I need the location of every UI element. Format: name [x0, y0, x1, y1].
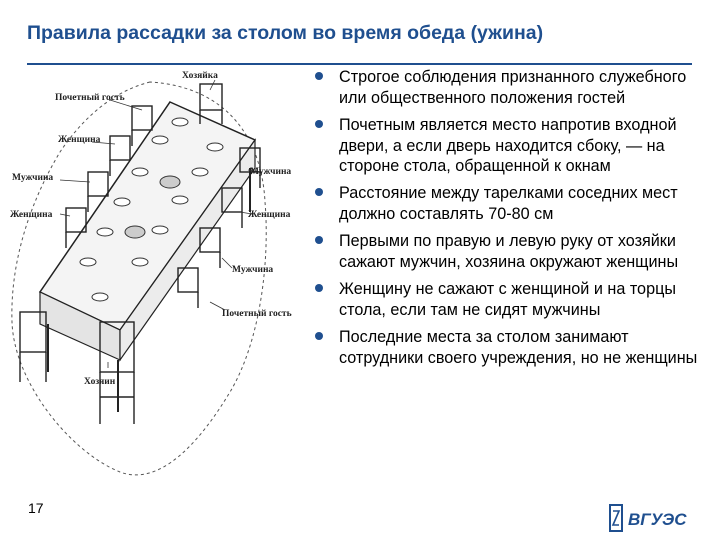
chair-left-3: [87, 171, 109, 212]
table-settings: [79, 117, 224, 302]
chair-host: [99, 321, 135, 424]
chairs: [19, 83, 261, 424]
slide-title: Правила рассадки за столом во время обед…: [27, 22, 544, 44]
chair-right-1: [239, 147, 261, 188]
chair-left-4: [65, 207, 87, 248]
plate: [206, 142, 224, 152]
label-pointers: [59, 79, 263, 368]
logo-text: ВГУЭС: [628, 510, 687, 529]
rule-item: Строгое соблюдения признанного служебног…: [312, 67, 717, 109]
plate: [151, 225, 169, 235]
rule-text: Почетным является место напротив входной…: [339, 115, 677, 176]
label-host: Хозяин: [84, 377, 116, 387]
plate: [171, 195, 189, 205]
label-hostess: Хозяйка: [182, 70, 218, 81]
label-guest-of-honor-bottom: Почетный гость: [222, 308, 292, 319]
label-man-left: Мужчина: [12, 173, 53, 183]
plate: [113, 197, 131, 207]
chair-right-4: [177, 267, 199, 308]
rule-item: Первыми по правую и левую руку от хозяйк…: [312, 231, 717, 273]
plate: [131, 167, 149, 177]
chair-right-3: [199, 227, 221, 268]
plate: [96, 227, 114, 237]
label-woman-right: Женщина: [248, 210, 291, 220]
plate: [191, 167, 209, 177]
chair-left-1: [131, 105, 153, 146]
label-woman-left-1: Женщина: [58, 135, 101, 145]
logo-emblem: [609, 504, 623, 532]
bullet-dot-icon: [315, 188, 323, 197]
label-man-right-2: Мужчина: [232, 265, 273, 275]
plate: [151, 135, 169, 145]
rule-text: Первыми по правую и левую руку от хозяйк…: [339, 232, 679, 271]
rule-text: Расстояние между тарелками соседних мест…: [339, 184, 678, 224]
label-woman-left-2: Женщина: [10, 210, 53, 220]
vase: [124, 225, 146, 239]
bullet-dot-icon: [315, 72, 323, 80]
tablecloth-side: [119, 138, 256, 362]
label-guest-of-honor-top: Почетный гость: [55, 92, 125, 103]
chair-hostess: [199, 83, 223, 124]
rule-item: Почетным является место напротив входной…: [312, 115, 717, 177]
table-seating-illustration: Хозяйка Почетный гость Женщина Мужчина Ж…: [10, 70, 292, 476]
page-number: 17: [28, 500, 44, 516]
bullet-dot-icon: [315, 119, 323, 128]
rule-item: Расстояние между тарелками соседних мест…: [312, 183, 717, 225]
chair-left-2: [109, 135, 131, 176]
bullet-dot-icon: [315, 283, 323, 292]
chair-end: [19, 311, 47, 382]
plate: [171, 117, 189, 127]
seating-outline: [11, 81, 267, 476]
bullet-dot-icon: [315, 236, 323, 245]
seating-rules-list: Строгое соблюдения признанного служебног…: [312, 67, 717, 374]
label-man-right-1: Мужчина: [250, 167, 291, 177]
vase: [159, 175, 181, 189]
plate: [91, 292, 109, 302]
university-logo: ВГУЭС: [609, 504, 687, 532]
bullet-dot-icon: [315, 331, 323, 340]
logo-emblem-mark: [611, 510, 621, 526]
rule-item: Последние места за столом занимают сотру…: [312, 327, 717, 369]
rule-item: Женщину не сажают с женщиной и на торцы …: [312, 279, 717, 321]
rule-text: Строгое соблюдения признанного служебног…: [339, 68, 687, 107]
plate: [79, 257, 97, 267]
rule-text: Женщину не сажают с женщиной и на торцы …: [339, 279, 676, 319]
rule-text: Последние места за столом занимают сотру…: [339, 327, 698, 367]
chair-right-2: [221, 187, 243, 228]
plate: [131, 257, 149, 267]
title-divider: [27, 63, 692, 65]
